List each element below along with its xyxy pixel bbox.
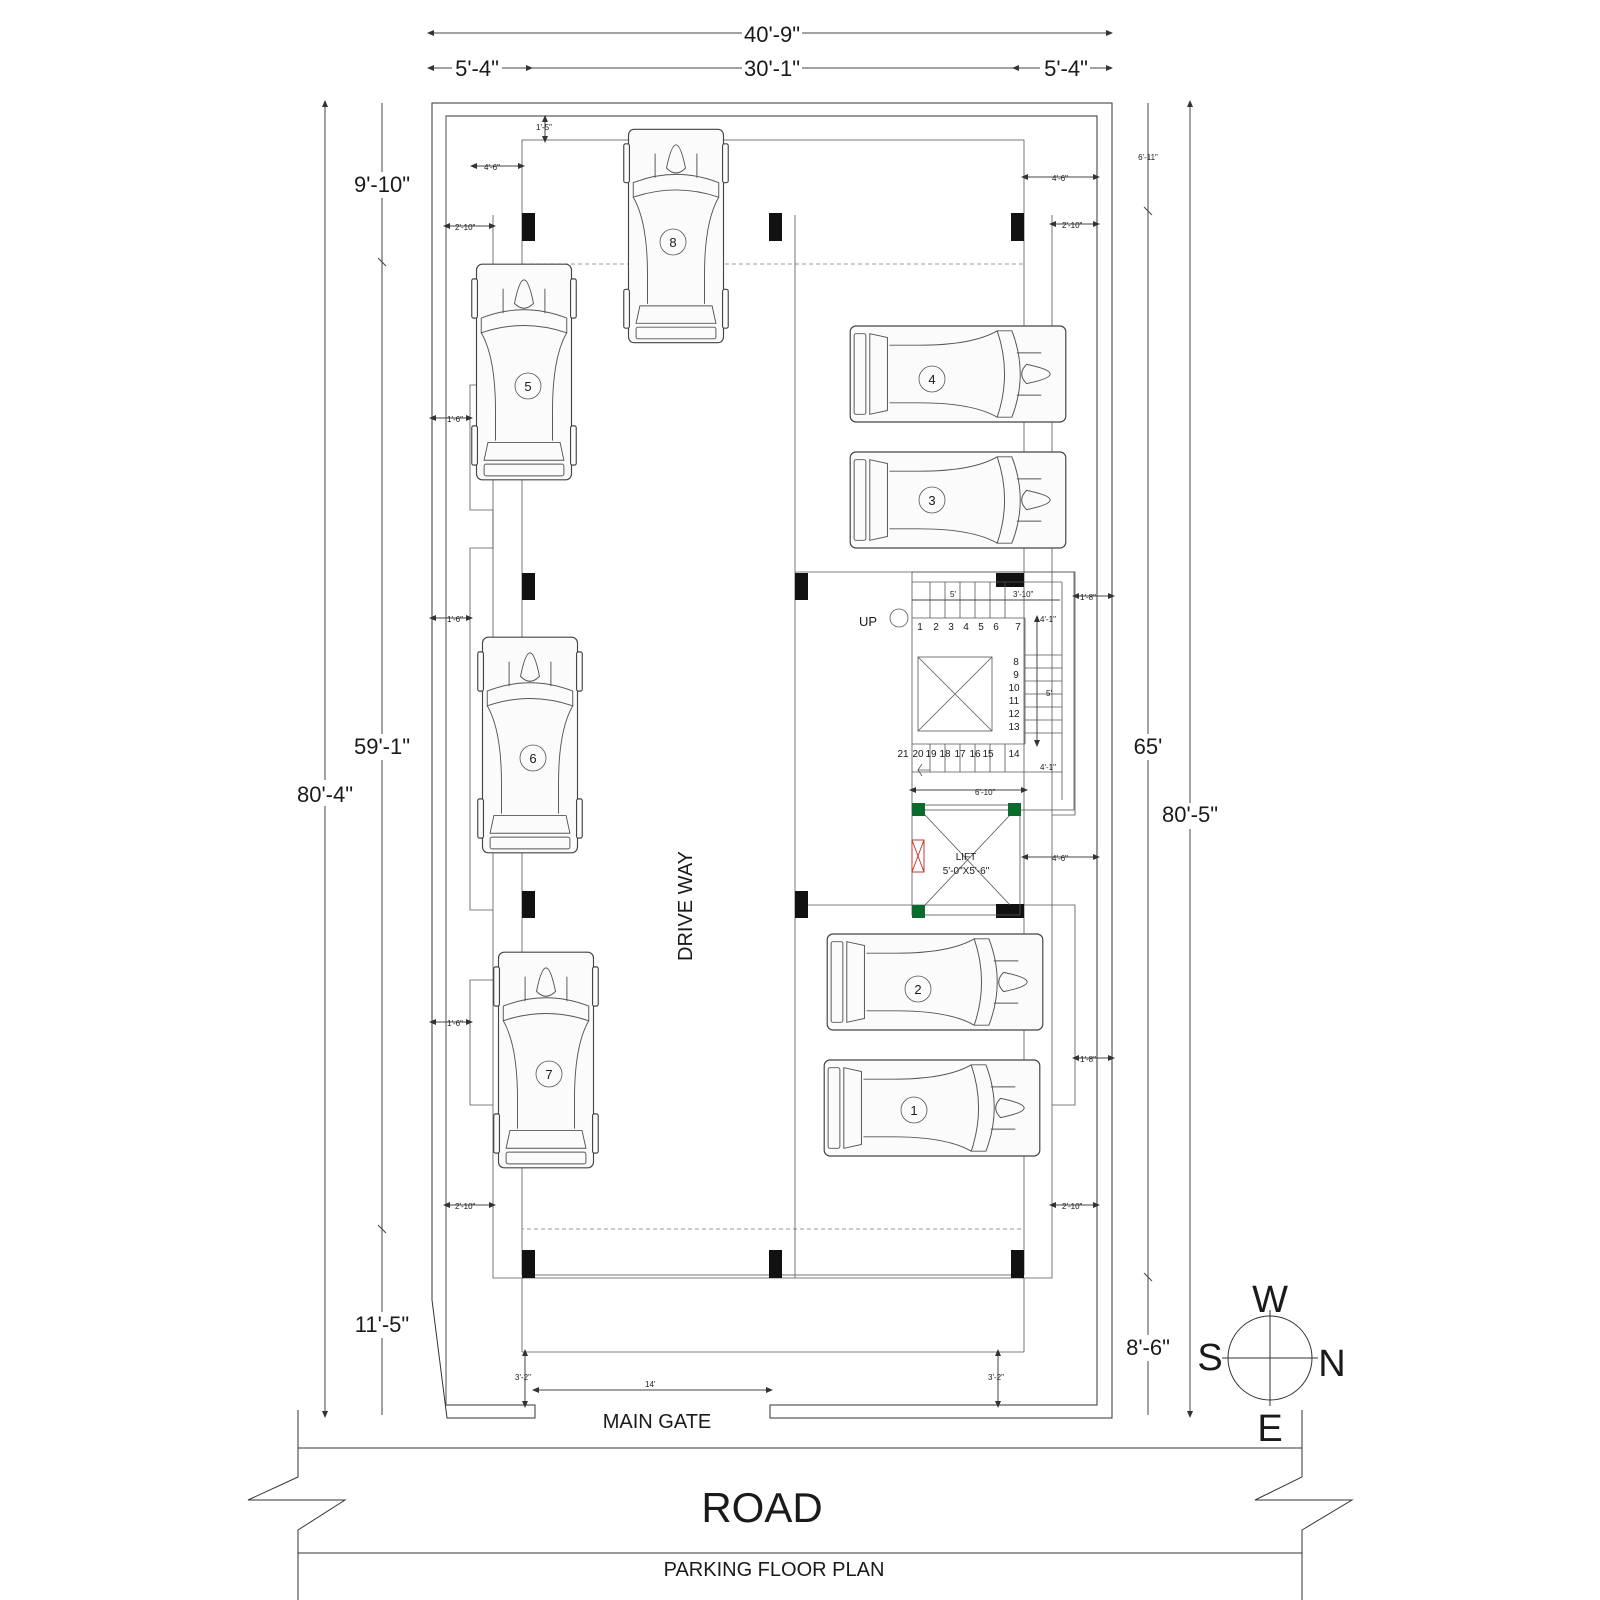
compass-south: S <box>1197 1337 1222 1379</box>
stair-step: 6 <box>993 622 999 633</box>
stair-step: 3 <box>948 622 954 633</box>
lift-size: 5'-0"X5'-6" <box>943 866 990 877</box>
dim-small: 4'-6" <box>1052 174 1068 183</box>
car-number: 1 <box>910 1103 917 1118</box>
compass-rose <box>1222 1310 1318 1406</box>
staircase <box>889 571 1075 811</box>
car-number: 4 <box>928 372 935 387</box>
stair-step: 16 <box>969 749 981 760</box>
dim-small: 1'-6" <box>447 615 463 624</box>
dim-top-total: 40'-9" <box>744 22 800 47</box>
drive-way-label: DRIVE WAY <box>675 851 697 961</box>
car-7 <box>493 951 599 1169</box>
dim-small: 4'-1" <box>1040 763 1056 772</box>
dim-small: 1'-8" <box>1080 593 1096 602</box>
dim-small: 2'-10" <box>1062 221 1083 230</box>
car-number: 6 <box>529 751 536 766</box>
stair-step: 5 <box>978 622 984 633</box>
dim-gate-width: 14' <box>645 1380 656 1389</box>
dim-small: 6'-10" <box>975 788 996 797</box>
dim-right-top-small: 6'-11" <box>1138 153 1158 162</box>
dim-right-mid: 65' <box>1134 734 1163 759</box>
compass-west: W <box>1252 1279 1288 1321</box>
car-5 <box>471 263 577 481</box>
stair-step: 8 <box>1013 657 1019 668</box>
dim-small: 3'-2" <box>988 1373 1004 1382</box>
dim-small: 5' <box>950 590 956 599</box>
lift-label: LIFT <box>956 852 977 863</box>
drawing-title: PARKING FLOOR PLAN <box>664 1559 885 1581</box>
dim-small: 1'-6" <box>447 415 463 424</box>
stair-step: 12 <box>1008 709 1020 720</box>
stair-step: 21 <box>897 749 909 760</box>
stair-step: 17 <box>954 749 966 760</box>
dim-small: 4'-6" <box>484 163 500 172</box>
up-label: UP <box>859 614 877 629</box>
dim-small: 3'-2" <box>515 1373 531 1382</box>
dim-left-mid: 59'-1" <box>354 734 410 759</box>
stair-step: 4 <box>963 622 969 633</box>
main-gate-label: MAIN GATE <box>603 1411 712 1433</box>
dim-right-total: 80'-5" <box>1162 802 1218 827</box>
stair-step: 20 <box>912 749 924 760</box>
dim-small: 5' <box>1046 689 1052 698</box>
dim-right-bottom: 8'-6" <box>1126 1335 1170 1360</box>
road <box>247 1410 1354 1600</box>
dim-left-top: 9'-10" <box>354 172 410 197</box>
dim-small: 1'-5" <box>536 123 552 132</box>
stair-step: 18 <box>939 749 951 760</box>
car-3 <box>849 451 1067 549</box>
dim-top-mid: 30'-1" <box>744 56 800 81</box>
dim-left-bottom: 11'-5" <box>355 1312 409 1337</box>
dim-small: 3'-10" <box>1013 590 1034 599</box>
road-label: ROAD <box>701 1484 822 1531</box>
stair-step: 7 <box>1015 622 1021 633</box>
dim-small: 2'-10" <box>455 223 476 232</box>
car-4 <box>849 325 1067 423</box>
compass-east: E <box>1257 1408 1282 1450</box>
dim-small: 1'-6" <box>447 1019 463 1028</box>
stair-step: 2 <box>933 622 939 633</box>
dim-small: 4'-6" <box>1052 854 1068 863</box>
car-number: 5 <box>524 379 531 394</box>
stair-step: 19 <box>925 749 937 760</box>
lift <box>911 803 1021 918</box>
stair-step: 15 <box>982 749 994 760</box>
car-number: 8 <box>669 235 676 250</box>
dim-small: 2'-10" <box>1062 1202 1083 1211</box>
stair-step: 11 <box>1009 696 1020 707</box>
stair-step: 13 <box>1008 722 1020 733</box>
stair-step: 14 <box>1008 749 1020 760</box>
dim-left-total: 80'-4" <box>297 782 353 807</box>
stair-step: 9 <box>1013 670 1019 681</box>
car-2 <box>826 933 1044 1031</box>
dim-small: 2'-10" <box>455 1202 476 1211</box>
car-number: 2 <box>914 982 921 997</box>
car-number: 7 <box>545 1067 552 1082</box>
stair-step: 10 <box>1008 683 1020 694</box>
dim-small: 1'-8" <box>1080 1055 1096 1064</box>
car-number: 3 <box>928 493 935 508</box>
dim-small: 4'-1" <box>1040 615 1056 624</box>
stair-step: 1 <box>917 622 923 633</box>
dim-top-left: 5'-4" <box>455 56 499 81</box>
dim-top-right: 5'-4" <box>1044 56 1088 81</box>
car-1 <box>823 1059 1041 1157</box>
compass-north: N <box>1318 1343 1345 1385</box>
